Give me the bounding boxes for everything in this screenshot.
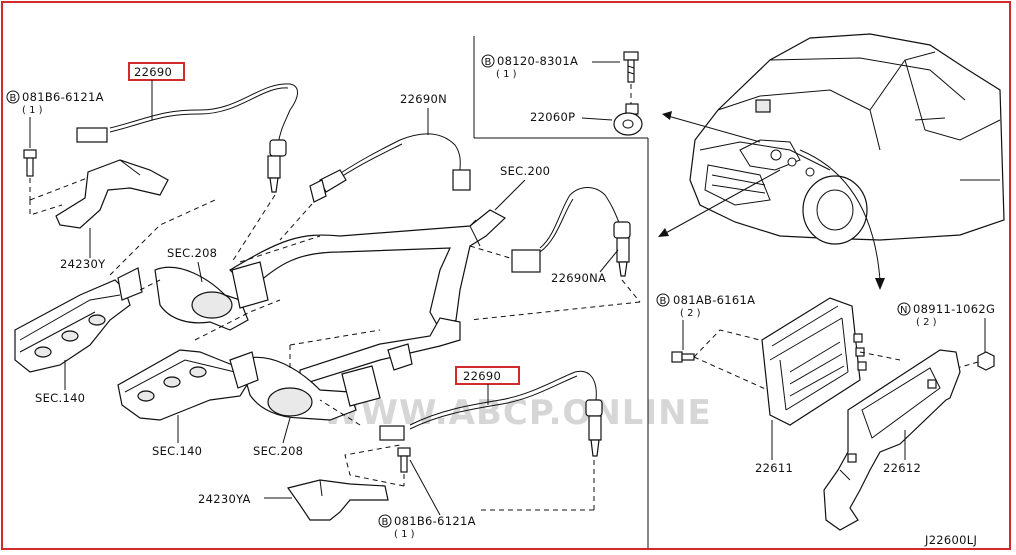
bottom-bolt-number: 081B6-6121A bbox=[394, 514, 476, 528]
nut bbox=[977, 351, 995, 371]
knock-bolt bbox=[623, 51, 639, 61]
ecm-unit bbox=[761, 297, 861, 426]
knock-bolt-qty: ( 1 ) bbox=[496, 69, 517, 80]
sec-140-left: SEC.140 bbox=[35, 391, 85, 405]
nut-number: 08911-1062G bbox=[913, 302, 995, 316]
knock-sensor bbox=[613, 112, 643, 136]
part-22611: 22611 bbox=[755, 461, 793, 475]
exhaust-pipe-lower bbox=[299, 317, 461, 386]
part-22060p: 22060P bbox=[530, 110, 575, 124]
highlight-box-top bbox=[128, 62, 185, 81]
vehicle-illustration bbox=[689, 33, 1005, 245]
sensor-connector-top bbox=[76, 127, 108, 143]
sec-140-mid: SEC.140 bbox=[152, 444, 202, 458]
svg-text:B: B bbox=[382, 517, 389, 528]
nut-qty: ( 2 ) bbox=[916, 317, 937, 328]
sec-200: SEC.200 bbox=[500, 164, 550, 178]
bracket-24230ya bbox=[287, 479, 389, 521]
top-left-bolt-qty: ( 1 ) bbox=[22, 105, 43, 116]
part-22612: 22612 bbox=[883, 461, 921, 475]
svg-text:B: B bbox=[10, 93, 17, 104]
top-left-bracket-group: B 081B6-6121A ( 1 ) 24230Y bbox=[6, 90, 169, 271]
bracket-24230y bbox=[55, 159, 169, 229]
knock-sensor-group: B 08120-8301A ( 1 ) 22060P bbox=[481, 51, 643, 136]
diagram-code: J22600LJ bbox=[924, 533, 977, 547]
sensor-22690n: 22690N bbox=[279, 92, 471, 241]
callout-arrows bbox=[658, 111, 885, 290]
bottom-bolt-qty: ( 1 ) bbox=[394, 529, 415, 540]
part-22690na: 22690NA bbox=[551, 271, 606, 285]
sensor-connector-na bbox=[511, 249, 541, 273]
exhaust-manifolds: SEC.140 SEC.140 bbox=[14, 199, 281, 458]
part-22690-bottom: 22690 bbox=[463, 369, 501, 383]
sensor-connector-bottom bbox=[379, 425, 405, 441]
manifold-left bbox=[14, 279, 131, 373]
top-left-bolt-number: 081B6-6121A bbox=[22, 90, 104, 104]
section-labels: SEC.208 SEC.200 SEC.208 bbox=[167, 164, 550, 458]
sensor-22690na: 22690NA bbox=[469, 187, 641, 321]
bolt-marker-b bbox=[481, 54, 495, 68]
ecm-bolt-qty: ( 2 ) bbox=[680, 308, 701, 319]
sensor-22690-top: 22690 bbox=[76, 62, 298, 263]
divider-lines bbox=[473, 36, 649, 548]
sec-208-top: SEC.208 bbox=[167, 246, 217, 260]
part-24230ya: 24230YA bbox=[198, 492, 251, 506]
exhaust-assembly bbox=[154, 209, 511, 421]
sensor-connector-n bbox=[452, 169, 471, 191]
sec-208-bottom: SEC.208 bbox=[253, 444, 303, 458]
sensor-22690-bottom: 22690 bbox=[319, 366, 603, 511]
svg-text:B: B bbox=[660, 296, 667, 307]
bottom-bracket-group: 24230YA B 081B6-6121A ( 1 ) bbox=[198, 444, 476, 540]
knock-bolt-number: 08120-8301A bbox=[497, 54, 578, 68]
part-24230y: 24230Y bbox=[60, 257, 106, 271]
ecm-bolt-number: 081AB-6161A bbox=[673, 293, 755, 307]
ecm-bracket bbox=[823, 349, 961, 531]
svg-text:B: B bbox=[485, 57, 492, 68]
exhaust-pipe-upper bbox=[229, 209, 507, 331]
ecm-group: B 081AB-6161A ( 2 ) 22611 N 08911-1062G … bbox=[656, 293, 995, 531]
part-22690n: 22690N bbox=[400, 92, 447, 106]
part-22690-top: 22690 bbox=[134, 65, 172, 79]
svg-text:N: N bbox=[900, 305, 907, 316]
